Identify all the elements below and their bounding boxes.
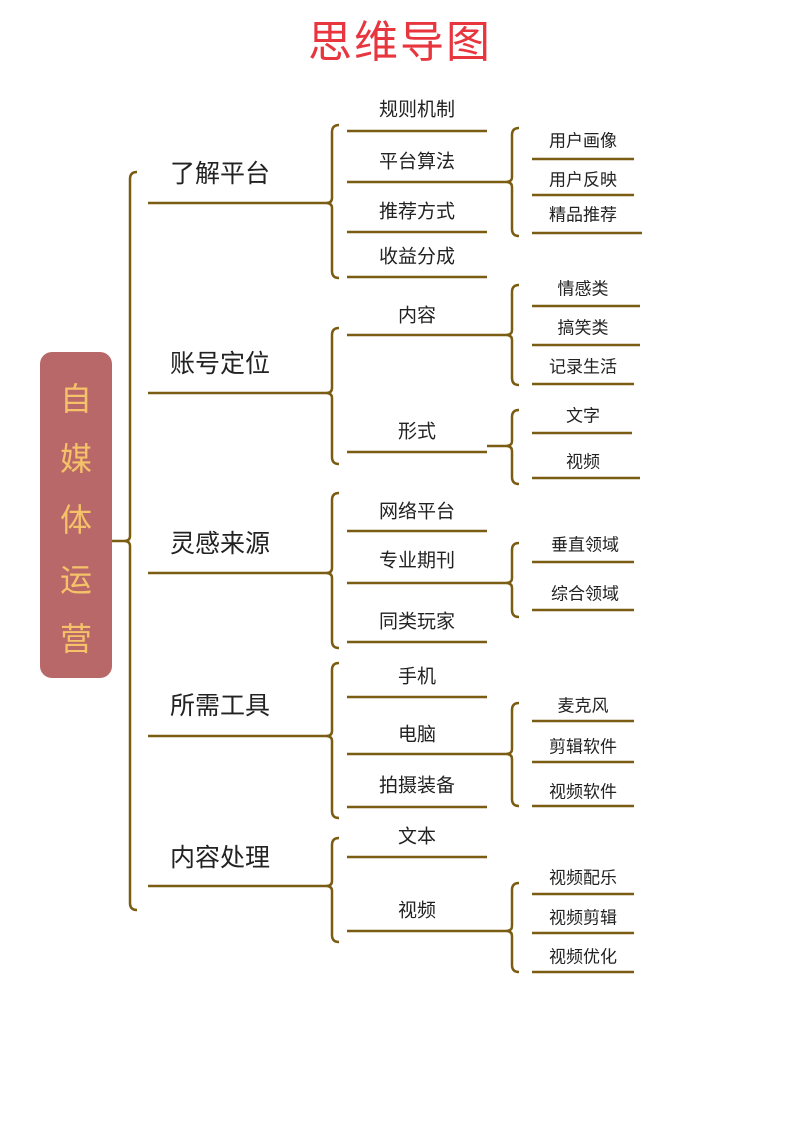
sub-bracket xyxy=(487,701,520,808)
root-char: 营 xyxy=(59,620,92,658)
root-char: 运 xyxy=(59,561,92,599)
node-label: 文本 xyxy=(397,825,437,848)
leaf-label: 视频 xyxy=(566,452,600,473)
node-label: 网络平台 xyxy=(378,500,456,523)
sub-bracket xyxy=(487,408,520,486)
branch-bracket xyxy=(305,491,340,650)
sub-bracket xyxy=(487,541,520,619)
leaf-label: 情感类 xyxy=(557,279,609,300)
leaf-label: 视频软件 xyxy=(549,782,617,803)
leaf-label: 精品推荐 xyxy=(549,205,617,226)
root-char: 媒 xyxy=(59,440,92,478)
node-label: 拍摄装备 xyxy=(378,774,456,797)
leaf-label: 综合领域 xyxy=(551,584,619,605)
node-label: 推荐方式 xyxy=(378,200,456,223)
leaf-label: 垂直领域 xyxy=(551,535,619,556)
branch-label: 所需工具 xyxy=(169,691,271,720)
node-label: 手机 xyxy=(397,665,437,688)
node-label: 收益分成 xyxy=(378,245,456,268)
root-char: 体 xyxy=(59,501,92,539)
branch-label: 内容处理 xyxy=(169,843,271,872)
leaf-label: 记录生活 xyxy=(549,357,617,378)
branch-bracket xyxy=(305,836,340,944)
node-label: 同类玩家 xyxy=(378,610,456,633)
branch-label: 账号定位 xyxy=(169,349,271,378)
branch-label: 灵感来源 xyxy=(169,529,271,558)
root-char: 自 xyxy=(59,380,92,418)
leaf-label: 文字 xyxy=(566,406,600,427)
branch-bracket xyxy=(305,326,340,466)
root-bracket xyxy=(112,170,138,912)
leaf-label: 麦克风 xyxy=(557,696,609,717)
node-label: 规则机制 xyxy=(378,98,456,121)
node-label: 电脑 xyxy=(397,723,437,746)
root-node: 自 媒 体 运 营 xyxy=(40,352,112,678)
leaf-label: 搞笑类 xyxy=(557,318,609,339)
sub-bracket xyxy=(487,126,520,238)
branch-label: 了解平台 xyxy=(169,159,271,188)
node-label: 专业期刊 xyxy=(378,549,456,572)
node-label: 形式 xyxy=(397,420,437,443)
branch-bracket xyxy=(305,661,340,820)
leaf-label: 视频配乐 xyxy=(549,868,617,889)
leaf-label: 视频优化 xyxy=(549,947,617,968)
page-title: 思维导图 xyxy=(308,17,492,68)
leaf-label: 剪辑软件 xyxy=(549,737,617,758)
sub-bracket xyxy=(487,283,520,387)
sub-bracket xyxy=(487,881,520,974)
leaf-label: 用户画像 xyxy=(549,131,617,152)
node-label: 内容 xyxy=(397,304,437,327)
leaf-label: 视频剪辑 xyxy=(549,908,617,929)
node-label: 视频 xyxy=(397,899,437,922)
node-label: 平台算法 xyxy=(378,150,456,173)
leaf-label: 用户反映 xyxy=(549,170,617,191)
branch-bracket xyxy=(305,123,340,280)
